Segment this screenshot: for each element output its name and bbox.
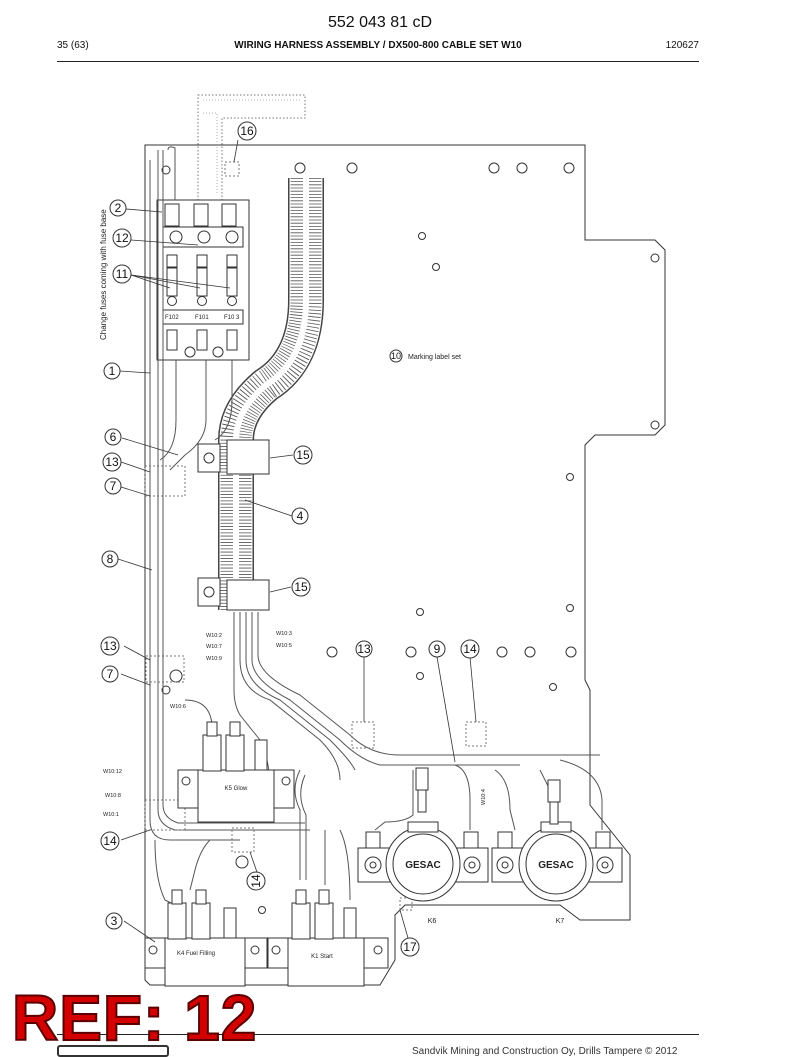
callout-13c: 13 bbox=[357, 642, 371, 656]
relay-k4-label: K4 Fuel Filling bbox=[177, 951, 215, 957]
callout-15a: 15 bbox=[296, 448, 310, 462]
callout-13b: 13 bbox=[103, 639, 117, 653]
callout-2: 2 bbox=[115, 201, 122, 215]
callout-17: 17 bbox=[403, 940, 417, 954]
tie-bands bbox=[144, 465, 487, 911]
page-number: 35 (63) bbox=[57, 40, 89, 51]
callout-balloons bbox=[100, 121, 480, 957]
callout-13a: 13 bbox=[105, 455, 119, 469]
wire-w10-3: W10:3 bbox=[276, 631, 292, 637]
callout-1: 1 bbox=[109, 364, 116, 378]
wire-w10-4: W10:4 bbox=[481, 789, 487, 805]
callout-11: 11 bbox=[116, 267, 129, 281]
fuse-f101: F101 bbox=[195, 315, 209, 321]
callout-4: 4 bbox=[297, 509, 304, 523]
callout-6: 6 bbox=[110, 430, 117, 444]
ref-stamp: REF: 12 bbox=[11, 982, 258, 1054]
callout-7b: 7 bbox=[107, 667, 114, 681]
relay-k1-label: K1 Start bbox=[311, 954, 333, 960]
wire-w10-5: W10:5 bbox=[276, 643, 292, 649]
wire-w10-1: W10:1 bbox=[103, 812, 119, 818]
callout-14a: 14 bbox=[463, 642, 477, 656]
callout-14b: 14 bbox=[103, 834, 117, 848]
callout-8: 8 bbox=[107, 552, 114, 566]
corrugated-hose bbox=[218, 178, 324, 610]
relay-k1 bbox=[267, 889, 389, 987]
relay-k7-label: K7 bbox=[556, 918, 565, 925]
callout-16: 16 bbox=[240, 124, 254, 138]
relay-k5 bbox=[177, 721, 295, 823]
mounting-holes bbox=[161, 162, 660, 914]
doc-number: 552 043 81 cD bbox=[327, 14, 433, 31]
marking-label: Marking label set bbox=[408, 354, 461, 361]
base-plate-outline bbox=[144, 144, 666, 986]
wire-w10-12: W10:12 bbox=[103, 769, 122, 775]
wire-w10-6: W10:6 bbox=[170, 704, 186, 710]
footer-rule bbox=[57, 1034, 699, 1035]
callout-numbers: 16 2 12 11 1 10 6 15 13 7 4 8 15 13 13 9… bbox=[103, 124, 477, 954]
relay-k5-label: K5 Glow bbox=[225, 786, 248, 792]
footer-copyright: Sandvik Mining and Construction Oy, Dril… bbox=[412, 1046, 678, 1057]
callout-14c: 14 bbox=[249, 874, 263, 888]
relay-k6-label: K6 bbox=[428, 918, 437, 925]
relay-k6 bbox=[357, 767, 489, 902]
brand-k6: GESAC bbox=[405, 860, 441, 871]
callout-7a: 7 bbox=[110, 479, 117, 493]
wire-w10-8: W10:8 bbox=[105, 793, 121, 799]
callout-3: 3 bbox=[111, 914, 118, 928]
diagram-labels: Change fuses coming with fuse base Marki… bbox=[99, 209, 574, 960]
relay-k7 bbox=[491, 779, 623, 902]
relay-k4 bbox=[144, 889, 268, 987]
brand-k7: GESAC bbox=[538, 860, 574, 871]
fuse-f103: F10 3 bbox=[224, 315, 240, 321]
callout-12: 12 bbox=[115, 231, 129, 245]
wire-w10-7: W10:7 bbox=[206, 644, 222, 650]
leader-lines bbox=[117, 139, 477, 946]
header-date: 120627 bbox=[665, 40, 699, 51]
callout-9: 9 bbox=[434, 642, 441, 656]
fuse-f102: F102 bbox=[165, 315, 179, 321]
wire-w10-9: W10:9 bbox=[206, 656, 222, 662]
fuse-note: Change fuses coming with fuse base bbox=[99, 209, 108, 340]
page-title: WIRING HARNESS ASSEMBLY / DX500-800 CABL… bbox=[234, 40, 522, 51]
callout-10: 10 bbox=[391, 351, 401, 361]
hose-clamps bbox=[197, 439, 270, 611]
callout-15b: 15 bbox=[294, 580, 308, 594]
header-rule bbox=[57, 61, 699, 62]
wire-bundles bbox=[149, 146, 603, 906]
wire-w10-2: W10:2 bbox=[206, 633, 222, 639]
